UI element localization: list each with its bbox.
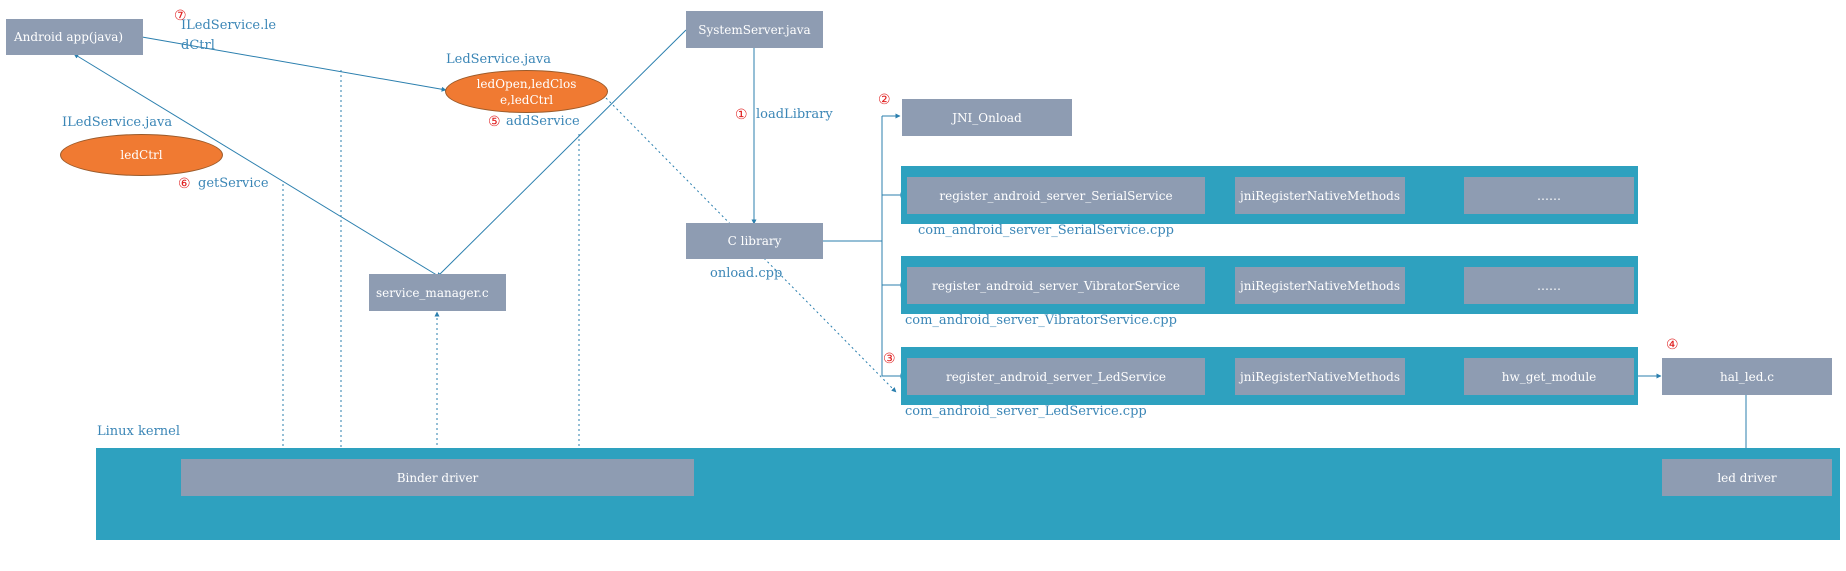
- serial-jni-node: jniRegisterNativeMethods: [1235, 177, 1405, 214]
- add-service-label: addService: [506, 114, 580, 129]
- step-marker-2: ②: [878, 92, 891, 108]
- service-manager-node: service_manager.c: [369, 274, 506, 311]
- step-marker-4: ④: [1666, 337, 1679, 353]
- vibrator-more-node: ……: [1464, 267, 1634, 304]
- systemserver-to-servicemanager-line: [436, 29, 687, 278]
- led-driver-node: led driver: [1662, 459, 1832, 496]
- servicemanager-to-app-line: [73, 53, 441, 278]
- app-to-ledservice-line: [141, 36, 447, 92]
- step-marker-5: ⑤: [488, 114, 501, 130]
- iledservice-java-label: ILedService.java: [62, 115, 173, 130]
- vibrator-cpp-label: com_android_server_VibratorService.cpp: [905, 313, 1177, 328]
- step-marker-7: ⑦: [174, 8, 187, 24]
- systemserver-node: SystemServer.java: [686, 11, 823, 48]
- c-library-node: C library: [686, 223, 823, 259]
- jni-onload-node: JNI_Onload: [902, 99, 1072, 136]
- ledctrl-ellipse: ledCtrl: [60, 134, 223, 176]
- load-library-label: loadLibrary: [756, 107, 833, 122]
- led-register-node: register_android_server_LedService: [907, 358, 1205, 395]
- onload-cpp-label: onload.cpp: [710, 266, 783, 281]
- ledservice-java-label: LedService.java: [446, 52, 551, 67]
- linux-kernel-label: Linux kernel: [97, 424, 181, 439]
- ledservice-methods-text: ledOpen,ledClose,ledCtrl: [476, 76, 577, 107]
- step-marker-1: ①: [735, 107, 748, 123]
- serial-register-node: register_android_server_SerialService: [907, 177, 1205, 214]
- vibrator-register-node: register_android_server_VibratorService: [907, 267, 1205, 304]
- hw-get-module-node: hw_get_module: [1464, 358, 1634, 395]
- serial-more-node: ……: [1464, 177, 1634, 214]
- android-app-node: Android app(java): [6, 19, 143, 55]
- step-marker-3: ③: [883, 351, 896, 367]
- serial-cpp-label: com_android_server_SerialService.cpp: [918, 223, 1174, 238]
- ledservice-ellipse: ledOpen,ledClose,ledCtrl: [445, 70, 608, 113]
- vibrator-jni-node: jniRegisterNativeMethods: [1235, 267, 1405, 304]
- iledservice-ledctrl-label: ILedService.ledCtrl: [181, 18, 277, 53]
- get-service-label: getService: [198, 176, 269, 191]
- binder-driver-node: Binder driver: [181, 459, 694, 496]
- step-marker-6: ⑥: [178, 176, 191, 192]
- led-cpp-label: com_android_server_LedService.cpp: [905, 404, 1147, 419]
- led-jni-node: jniRegisterNativeMethods: [1235, 358, 1405, 395]
- hal-led-node: hal_led.c: [1662, 358, 1832, 395]
